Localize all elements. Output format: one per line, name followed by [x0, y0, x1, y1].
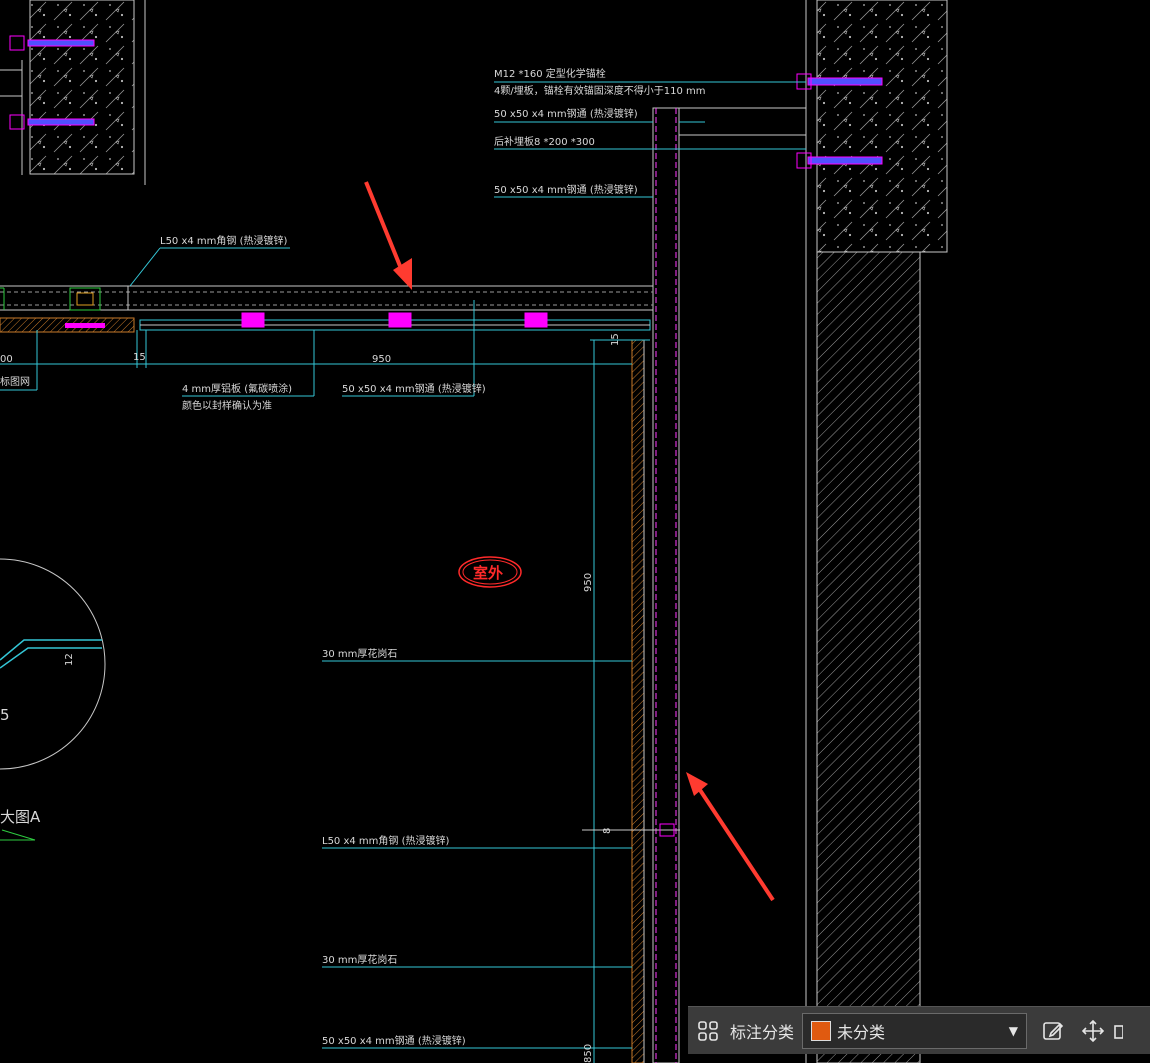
label-steel-tube-2: 50 x50 x4 mm钢通 (热浸镀锌)	[494, 183, 638, 196]
outdoor-marker	[458, 556, 522, 588]
dim-15-vertical: 15	[610, 333, 621, 346]
dim-12: 12	[64, 653, 75, 666]
label-outdoor: 室外	[473, 564, 503, 582]
label-partial-left: 标图网	[0, 376, 30, 388]
label-steel-tube-1: 50 x50 x4 mm钢通 (热浸镀锌)	[494, 107, 638, 120]
annotation-category-label: 标注分类	[730, 1022, 795, 1042]
right-concrete-wall	[796, 0, 948, 1063]
more-icon[interactable]	[1113, 1007, 1135, 1054]
label-granite-2: 30 mm厚花岗石	[322, 953, 397, 966]
dim-850: 850	[583, 1044, 594, 1063]
red-arrow-bottom	[686, 772, 775, 902]
label-steel-tube-bottom: 50 x50 x4 mm钢通 (热浸镀锌)	[322, 1034, 466, 1047]
label-granite-1: 30 mm厚花岗石	[322, 647, 397, 660]
dim-8: 8	[602, 828, 613, 834]
label-steel-tube-3: 50 x50 x4 mm钢通 (热浸镀锌)	[342, 382, 486, 395]
label-embed-plate: 后补埋板8 *200 *300	[494, 135, 595, 148]
label-aluminum-panel: 4 mm厚铝板 (氟碳喷涂)	[182, 382, 292, 395]
red-arrow-top	[364, 181, 412, 290]
annotation-toolbar: 标注分类 未分类 ▼	[688, 1006, 1150, 1054]
dim-950-horizontal: 950	[372, 354, 391, 365]
dim-15-horizontal: 15	[133, 352, 146, 363]
label-anchor-note: 4颗/埋板，锚栓有效锚固深度不得小于110 mm	[494, 84, 705, 97]
dim-950-vertical: 950	[583, 573, 594, 592]
detail-circle	[0, 558, 106, 841]
label-detail-title: 大图A	[0, 808, 41, 826]
top-beam	[0, 285, 653, 333]
dimension-lines	[0, 330, 650, 1063]
steel-column	[652, 107, 806, 1063]
leader-lines	[0, 81, 806, 1049]
grid-icon[interactable]	[688, 1007, 728, 1054]
label-angle-top: L50 x4 mm角钢 (热浸镀锌)	[160, 234, 287, 247]
category-color-swatch	[811, 1020, 832, 1041]
chevron-down-icon: ▼	[1008, 1023, 1019, 1038]
dim-5: 5	[0, 706, 10, 724]
label-aluminum-note: 颜色以封样确认为准	[182, 399, 272, 412]
label-anchor-bolt: M12 *160 定型化学锚栓	[494, 67, 606, 80]
move-icon[interactable]	[1073, 1007, 1113, 1054]
dim-partial-200: 00	[0, 354, 13, 365]
edit-icon[interactable]	[1033, 1007, 1073, 1054]
label-angle-mid: L50 x4 mm角钢 (热浸镀锌)	[322, 834, 449, 847]
category-select-value: 未分类	[837, 1022, 886, 1042]
left-concrete-wall	[0, 0, 146, 185]
stone-cladding	[631, 339, 645, 1063]
category-select[interactable]: 未分类 ▼	[802, 1012, 1028, 1049]
